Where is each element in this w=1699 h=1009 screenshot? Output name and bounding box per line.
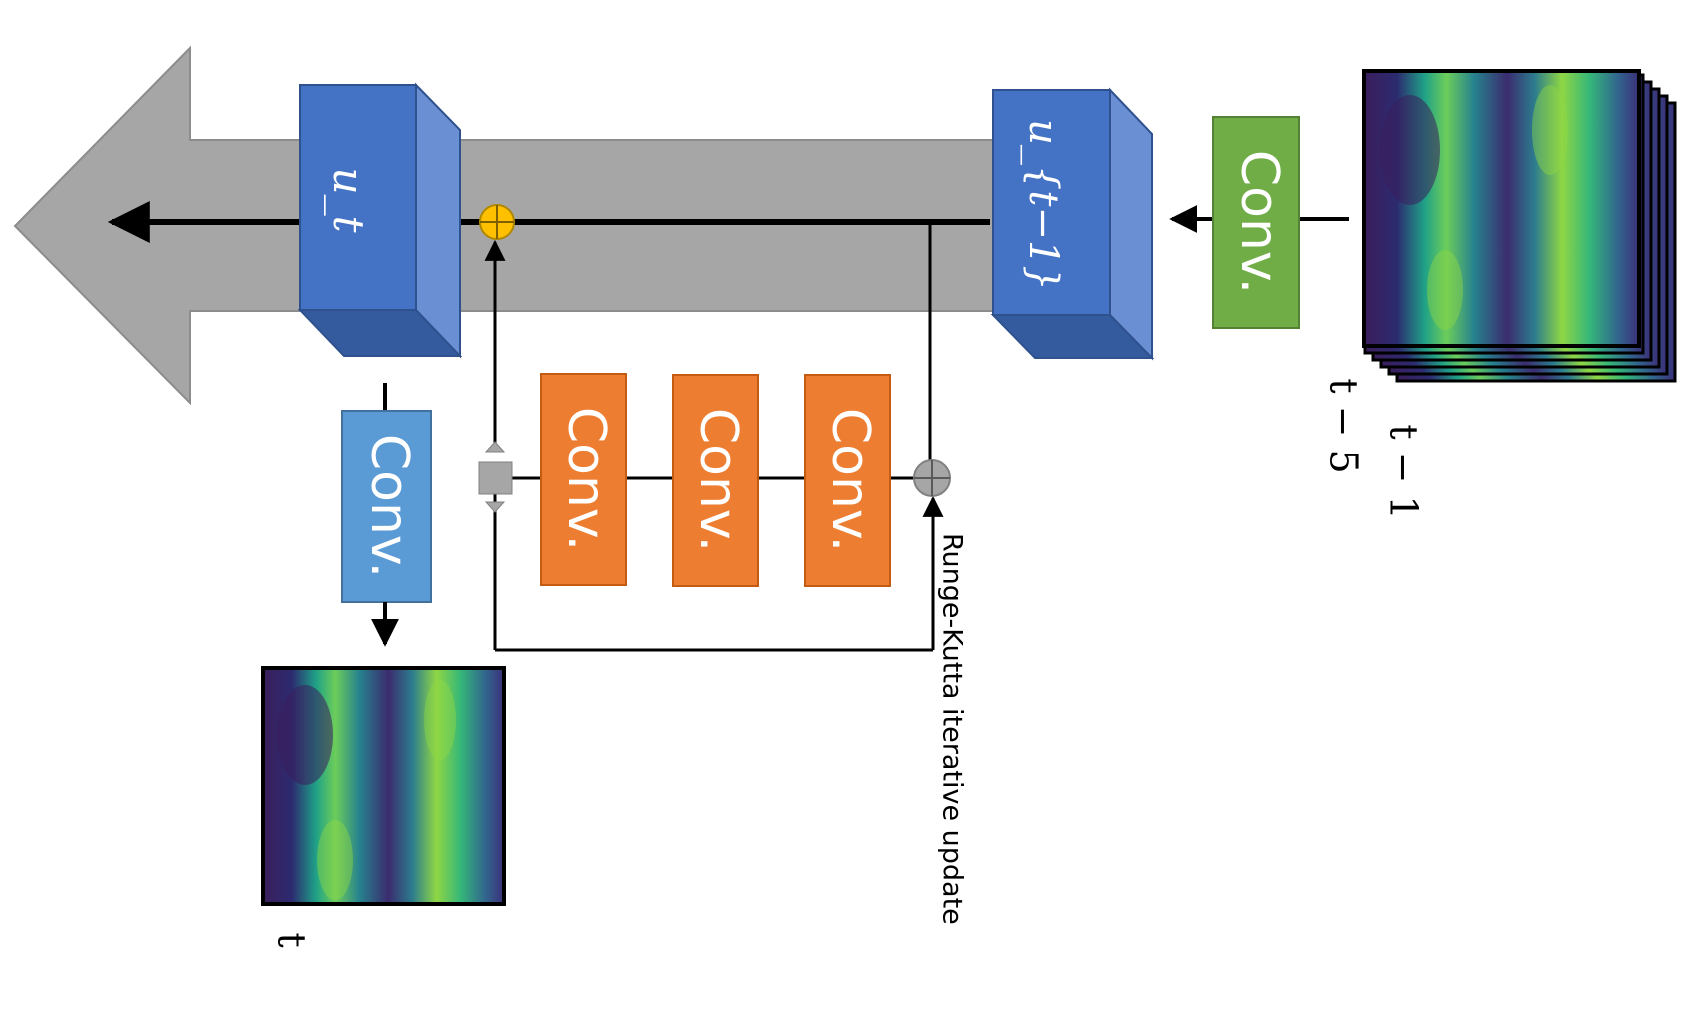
conv-rk-label-3: Conv. bbox=[820, 408, 880, 552]
conv-output-label: Conv. bbox=[359, 434, 419, 578]
conv-rk-label-1: Conv. bbox=[556, 407, 616, 551]
input-frame-stack bbox=[1362, 69, 1677, 383]
conv-input-block: Conv. bbox=[1212, 116, 1300, 329]
runge-kutta-label: Runge-Kutta iterative update bbox=[937, 533, 968, 925]
sum-node-main bbox=[479, 204, 515, 240]
sum-node-rk bbox=[913, 459, 951, 497]
flow-arrow bbox=[13, 45, 1056, 406]
conv-output-block: Conv. bbox=[341, 410, 432, 603]
state-label-previous: u_{t−1} bbox=[1020, 119, 1066, 291]
conv-rk-label-2: Conv. bbox=[688, 408, 748, 552]
rk-splitter bbox=[478, 441, 513, 513]
conv-rk-block-3: Conv. bbox=[804, 374, 891, 587]
state-block-previous: u_{t−1} bbox=[990, 87, 1155, 361]
input-label-last: t − 5 bbox=[1322, 378, 1366, 473]
output-frame bbox=[261, 666, 506, 906]
conv-input-label: Conv. bbox=[1229, 150, 1289, 294]
conv-rk-block-2: Conv. bbox=[672, 374, 759, 587]
input-label-first: t − 1 bbox=[1382, 424, 1426, 519]
state-label-current: u_t bbox=[324, 168, 373, 233]
output-label: t bbox=[270, 932, 314, 947]
conv-rk-block-1: Conv. bbox=[540, 373, 627, 586]
state-block-current: u_t bbox=[297, 82, 463, 359]
